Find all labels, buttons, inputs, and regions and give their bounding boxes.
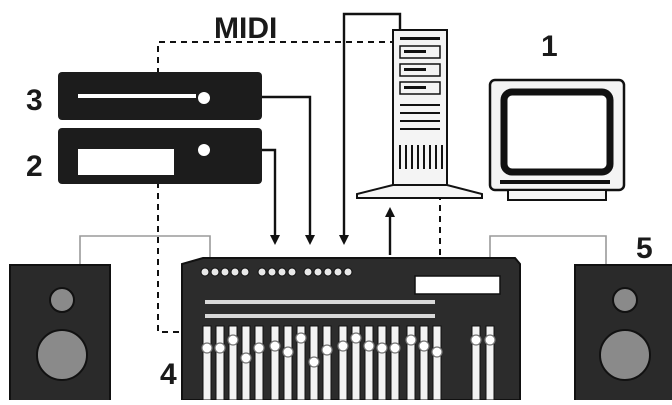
computer-monitor	[488, 78, 626, 201]
sound-module-unit-2	[58, 128, 262, 184]
mixer-display	[414, 275, 501, 295]
mixer-fader-knobs	[201, 332, 496, 368]
speakers-label: 5	[636, 232, 653, 265]
left-speaker	[9, 264, 111, 405]
right-speaker	[574, 264, 672, 405]
mixer-label: 4	[160, 358, 177, 391]
sound-module-label: 2	[26, 150, 43, 183]
synth-module-unit-3	[58, 72, 262, 120]
speaker-wires	[79, 235, 607, 265]
mixer-knobs	[200, 267, 353, 277]
midi-label: MIDI	[214, 12, 277, 45]
synth-module-label: 3	[26, 84, 43, 117]
audio-cables	[262, 12, 402, 255]
computer-tower	[356, 29, 483, 199]
monitor-label: 1	[541, 30, 558, 63]
mixing-console	[181, 257, 521, 401]
midi-cable	[157, 41, 441, 333]
